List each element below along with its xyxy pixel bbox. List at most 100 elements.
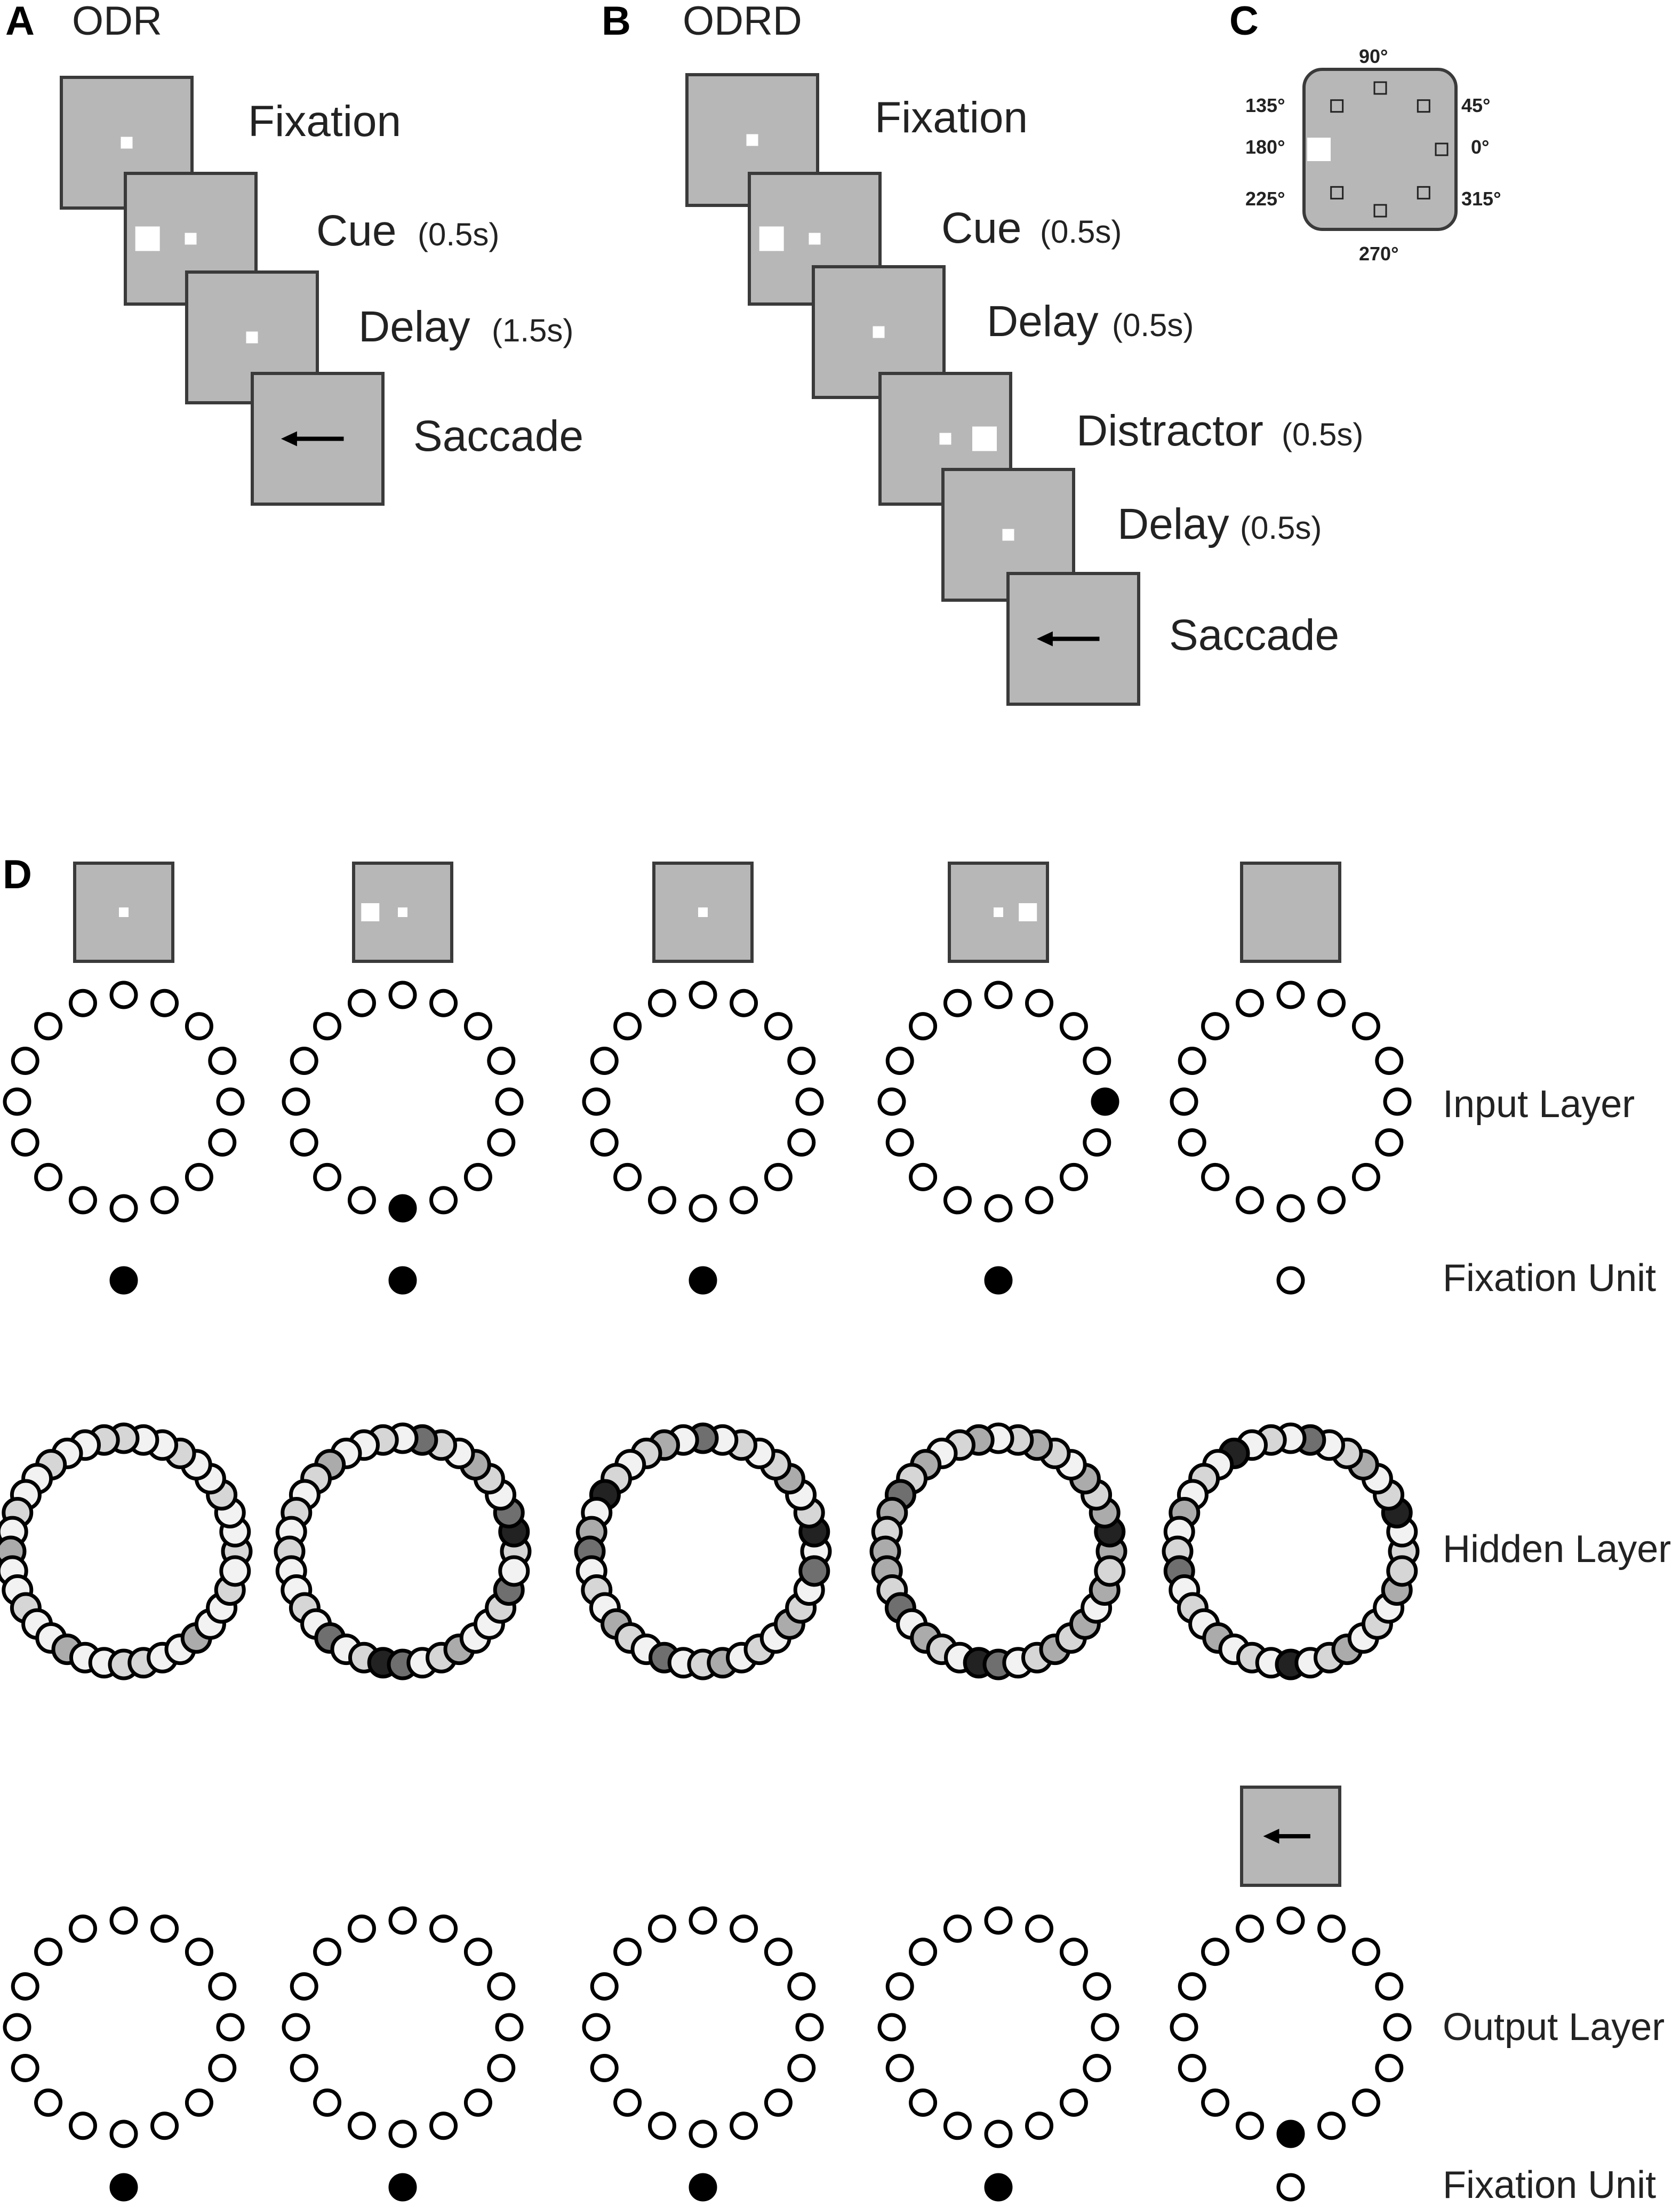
input-unit xyxy=(877,1087,906,1116)
step-duration: (1.5s) xyxy=(492,313,573,348)
output-unit xyxy=(208,2054,237,2083)
output-unit xyxy=(1317,1914,1346,1943)
output-unit xyxy=(487,2054,516,2083)
output-unit xyxy=(150,1914,179,1943)
input-unit xyxy=(347,989,376,1017)
fixation-output-unit xyxy=(109,2173,138,2202)
input-unit xyxy=(3,1087,31,1116)
output-unit xyxy=(487,1972,516,2001)
hidden-unit xyxy=(1386,1555,1418,1587)
output-unit xyxy=(495,2013,524,2042)
output-unit xyxy=(429,2112,458,2140)
input-unit xyxy=(463,1012,492,1041)
output-unit xyxy=(463,1938,492,1966)
input-unit xyxy=(429,989,458,1017)
input-unit xyxy=(590,1046,619,1075)
output-unit xyxy=(347,1914,376,1943)
input-unit xyxy=(109,981,138,1009)
input-unit xyxy=(1178,1128,1206,1157)
output-unit xyxy=(313,1938,342,1966)
step-label-saccade: Saccade xyxy=(1169,611,1339,659)
panel-b-step: Delay(0.5s) xyxy=(812,265,1194,399)
angle-label-0: 0° xyxy=(1471,136,1489,158)
input-unit xyxy=(1317,989,1346,1017)
angle-label-315: 315° xyxy=(1461,188,1501,210)
input-unit xyxy=(764,1012,793,1041)
input-unit xyxy=(1025,989,1054,1017)
input-unit xyxy=(388,981,417,1009)
input-unit xyxy=(68,1186,97,1215)
input-unit xyxy=(216,1087,245,1116)
output-unit xyxy=(1201,2088,1230,2117)
input-unit xyxy=(582,1087,611,1116)
input-unit xyxy=(984,1194,1013,1223)
output-unit xyxy=(590,2054,619,2083)
row-label-hidden-layer: Hidden Layer xyxy=(1443,1528,1671,1571)
output-unit xyxy=(68,2112,97,2140)
output-unit xyxy=(590,1972,619,2001)
panel-a-title: ODR xyxy=(72,0,162,44)
fixation-point xyxy=(1002,529,1014,541)
input-unit xyxy=(1178,1046,1206,1075)
input-unit xyxy=(787,1128,816,1157)
fixation-point xyxy=(873,326,885,338)
output-unit xyxy=(984,1906,1013,1935)
input-unit xyxy=(34,1012,63,1041)
output-unit xyxy=(3,2013,31,2042)
input-unit xyxy=(943,1186,972,1215)
cue-stimulus xyxy=(759,226,784,251)
output-unit xyxy=(1091,2013,1119,2042)
angle-label-135: 135° xyxy=(1245,94,1285,116)
output-unit xyxy=(885,1972,914,2001)
output-unit xyxy=(1059,1938,1088,1966)
hidden-unit xyxy=(219,1555,251,1587)
input-unit xyxy=(290,1046,318,1075)
target-outline xyxy=(1330,99,1344,113)
output-unit xyxy=(877,2013,906,2042)
input-unit xyxy=(909,1012,938,1041)
input-unit xyxy=(885,1046,914,1075)
input-unit xyxy=(730,1186,758,1215)
output-unit xyxy=(943,2112,972,2140)
step-duration: (0.5s) xyxy=(418,217,499,252)
panel-a-step: Saccade xyxy=(251,372,583,506)
input-unit xyxy=(185,1012,213,1041)
output-unit xyxy=(689,2120,717,2148)
output-unit xyxy=(463,2088,492,2117)
step-label-cue: Cue xyxy=(316,206,396,255)
row-label-output-layer: Output Layer xyxy=(1443,2006,1665,2049)
input-unit xyxy=(150,989,179,1017)
target-filled xyxy=(1307,138,1331,161)
output-unit xyxy=(290,1972,318,2001)
output-unit xyxy=(984,2120,1013,2148)
output-unit xyxy=(787,1972,816,2001)
step-label-fixation: Fixation xyxy=(875,93,1028,142)
target-outline xyxy=(1330,186,1344,200)
input-unit xyxy=(185,1162,213,1191)
target-outline xyxy=(1373,81,1387,95)
output-unit xyxy=(909,2088,938,2117)
network-column-4 xyxy=(869,862,1127,2202)
stimulus-screen xyxy=(1240,862,1341,963)
output-unit xyxy=(1178,1972,1206,2001)
output-unit xyxy=(764,2088,793,2117)
input-unit xyxy=(1059,1162,1088,1191)
input-unit xyxy=(1351,1162,1380,1191)
output-unit xyxy=(1317,2112,1346,2140)
output-unit xyxy=(1375,2054,1404,2083)
input-unit xyxy=(1201,1162,1230,1191)
input-unit xyxy=(487,1046,516,1075)
hidden-unit xyxy=(498,1555,530,1587)
input-unit xyxy=(150,1186,179,1215)
step-duration: (0.5s) xyxy=(1240,510,1322,546)
fixation-point xyxy=(121,137,133,149)
distractor-stimulus xyxy=(972,426,997,451)
input-unit xyxy=(647,989,676,1017)
angle-label-90: 90° xyxy=(1359,45,1388,67)
output-unit xyxy=(150,2112,179,2140)
input-unit xyxy=(943,989,972,1017)
fixation-point xyxy=(746,134,758,146)
output-unit xyxy=(1178,2054,1206,2083)
input-unit xyxy=(495,1087,524,1116)
